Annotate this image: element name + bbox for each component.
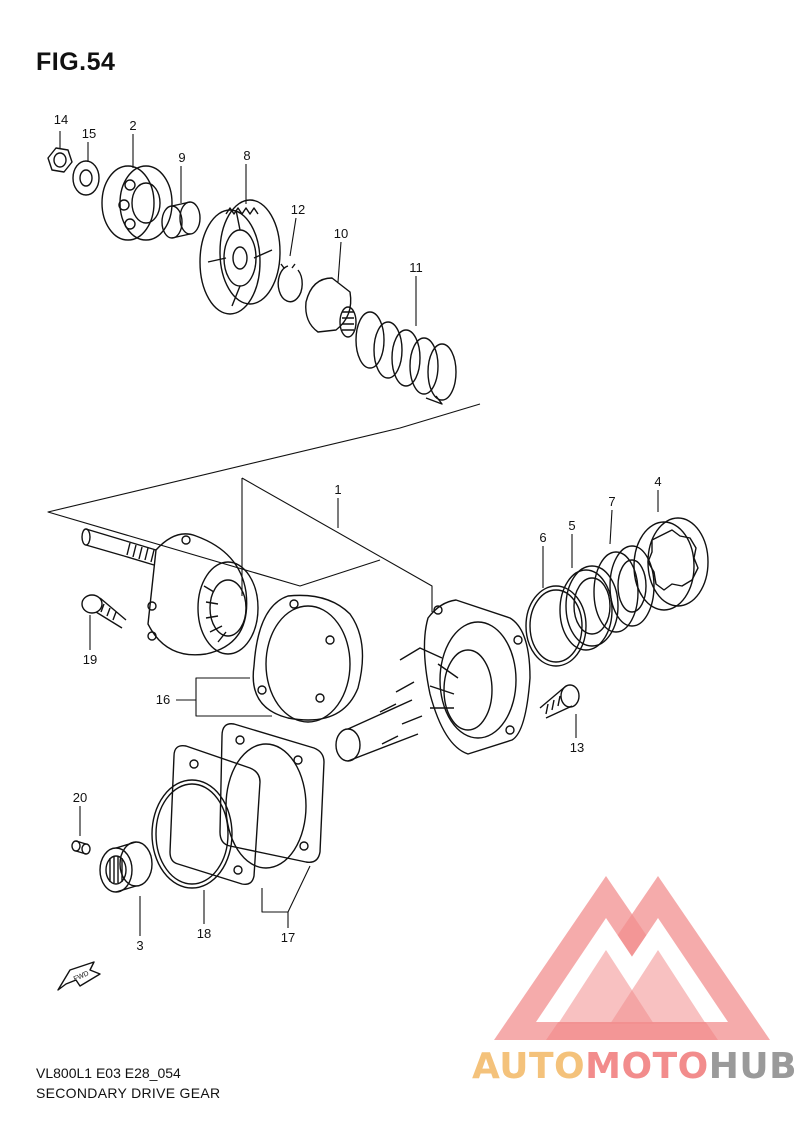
part-18-o-ring: [151, 779, 233, 889]
callout-20: 20: [73, 790, 87, 805]
watermark-text: AUTOMOTOHUB: [472, 1046, 797, 1087]
callout-19: 19: [83, 652, 97, 667]
callout-3: 3: [136, 938, 143, 953]
callout-7: 7: [608, 494, 615, 509]
part-1-drive-shaft: [81, 528, 259, 656]
part-2-bearing: [101, 165, 173, 241]
callout-8: 8: [243, 148, 250, 163]
callout-1: 1: [334, 482, 341, 497]
part-13-bolt: [539, 684, 580, 719]
watermark-auto: AUTO: [472, 1046, 586, 1087]
figure-description: SECONDARY DRIVE GEAR: [36, 1085, 221, 1101]
callout-12: 12: [291, 202, 305, 217]
figure-title: FIG.54: [36, 48, 116, 76]
callout-11: 11: [409, 260, 423, 275]
callout-5: 5: [568, 518, 575, 533]
part-6-o-ring: [525, 585, 587, 667]
callout-18: 18: [197, 926, 211, 941]
part-15-washer: [72, 160, 100, 196]
callout-6: 6: [539, 530, 546, 545]
part-17-gasket: [169, 723, 325, 886]
part-14-nut: [47, 147, 73, 173]
part-1-driven-housing: [335, 599, 531, 762]
part-19-bolt: [81, 594, 127, 629]
part-10-cam: [305, 277, 357, 338]
part-8-gear: [199, 199, 281, 315]
part-3-needle-bearing: [99, 841, 153, 893]
callout-15: 15: [82, 126, 96, 141]
part-11-spring: [355, 311, 457, 405]
part-9-collar: [161, 201, 201, 239]
part-7-bearing: [593, 545, 655, 633]
part-5-shim: [559, 565, 619, 651]
callout-labels: 14 15 2 9 8 12 10 11 1 19 16 6 5 7 4 13 …: [54, 112, 662, 953]
part-16-gasket: [252, 594, 364, 723]
part-20-dowel-pin: [71, 840, 91, 855]
fwd-arrow-icon: [57, 961, 101, 991]
part-12-circlip: [277, 263, 303, 303]
callout-16: 16: [156, 692, 170, 707]
callout-4: 4: [654, 474, 661, 489]
callout-13: 13: [570, 740, 584, 755]
watermark-logo: [494, 876, 770, 1040]
watermark-moto: MOTO: [585, 1046, 709, 1087]
leader-lines: [47, 131, 659, 936]
callout-17: 17: [281, 930, 295, 945]
callout-14: 14: [54, 112, 68, 127]
figure-code: VL800L1 E03 E28_054: [36, 1065, 181, 1081]
watermark-hub: HUB: [708, 1046, 798, 1087]
part-4-ring-nut: [633, 517, 709, 611]
callout-9: 9: [178, 150, 185, 165]
callout-10: 10: [334, 226, 348, 241]
callout-2: 2: [129, 118, 136, 133]
